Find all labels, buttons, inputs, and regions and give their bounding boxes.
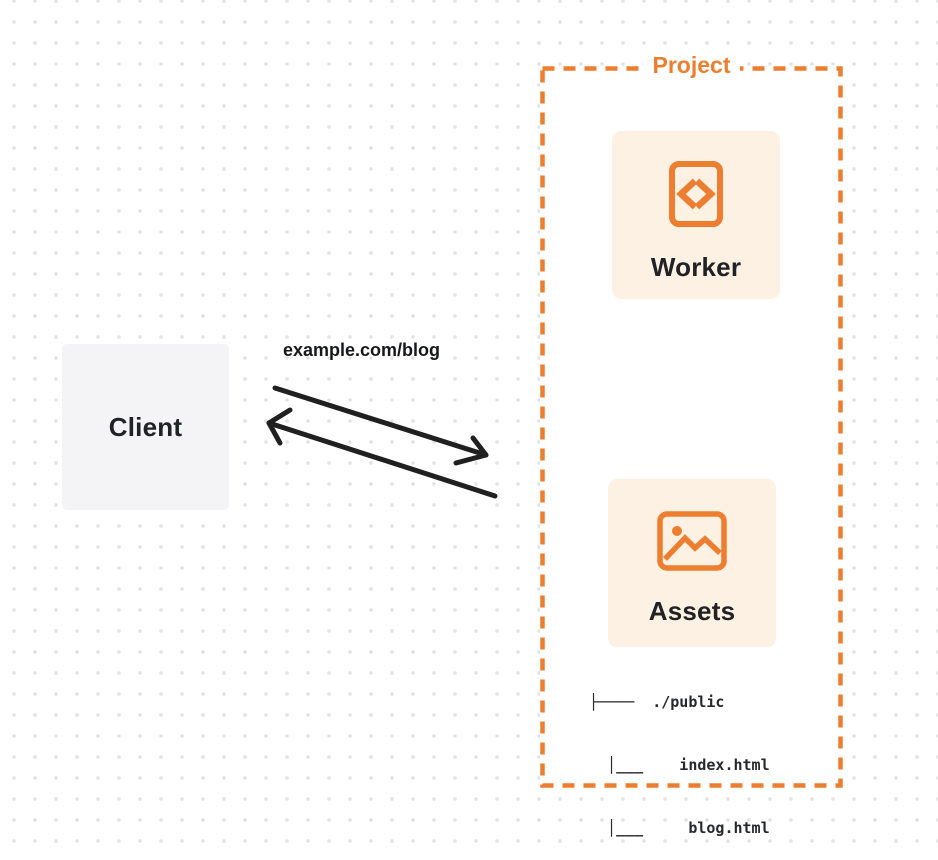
file-tree-line: │___ index.html [589,756,770,774]
code-file-icon [669,161,723,227]
assets-node: Assets [608,479,776,647]
client-label: Client [108,411,183,442]
image-icon [657,511,727,571]
assets-label: Assets [648,596,736,626]
request-url-label: example.com/blog [283,340,441,360]
response-arrow-shaft [266,420,498,499]
response-arrowhead-icon [266,407,293,446]
client-node: Client [62,344,229,510]
worker-node: Worker [612,131,780,299]
request-arrow-shaft [272,385,489,458]
assets-file-tree: ├──── ./public │___ index.html │___ blog… [589,650,770,860]
project-label: Project [642,52,741,79]
file-tree-line: │___ blog.html [589,819,770,837]
worker-label: Worker [650,252,742,282]
project-boundary: Project Worker Assets ├──── ./public │__… [540,52,843,837]
request-arrowhead-icon [453,435,489,466]
file-tree-line: ├──── ./public [589,693,725,711]
